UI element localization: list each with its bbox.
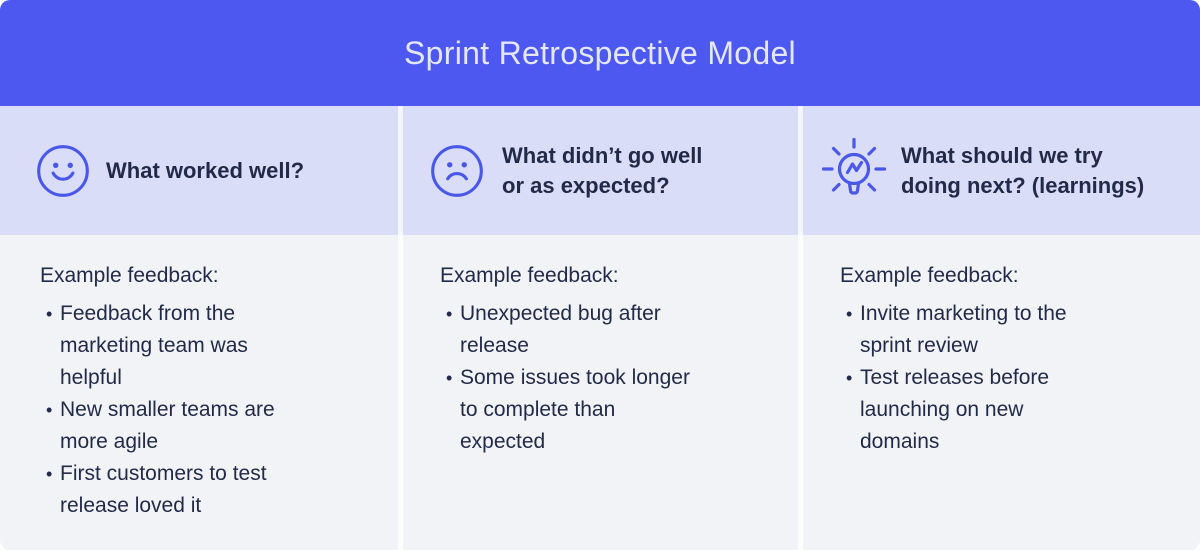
bullet-text: Test releases before launching on new do…	[860, 366, 1050, 453]
bullet-marker: •	[46, 304, 53, 324]
feedback-list: • Invite marketing to the sprint review …	[840, 298, 1166, 458]
column-worked-well: What worked well? Example feedback: • Fe…	[0, 106, 400, 550]
column-didnt-go-well: What didn’t go well or as expected? Exam…	[400, 106, 800, 550]
column-divider	[798, 106, 803, 550]
bullet-marker: •	[846, 304, 853, 324]
sad-face-icon	[428, 144, 486, 198]
column-try-next: What should we try doing next? (learning…	[800, 106, 1200, 550]
list-item: • Test releases before launching on new …	[840, 362, 1166, 458]
list-item: • Unexpected bug after release	[440, 298, 766, 362]
bullet-text: First customers to test release loved it	[60, 462, 267, 517]
question-try-next: What should we try doing next? (learning…	[901, 142, 1145, 198]
feedback-label: Example feedback:	[40, 264, 219, 287]
list-item: • First customers to test release loved …	[40, 458, 366, 522]
column-divider	[398, 106, 403, 550]
feedback-list: • Unexpected bug after release • Some is…	[440, 298, 766, 458]
bullet-marker: •	[846, 368, 853, 388]
bullet-text: Unexpected bug after release	[460, 302, 661, 357]
smiley-face-icon	[36, 144, 90, 198]
feedback-label: Example feedback:	[840, 264, 1019, 287]
feedback-list: • Feedback from the marketing team was h…	[40, 298, 366, 522]
bullet-marker: •	[46, 400, 53, 420]
bullet-text: Some issues took longer to complete than…	[460, 366, 690, 453]
feedback-label: Example feedback:	[440, 264, 619, 287]
column-didnt-go-well-body: Example feedback: • Unexpected bug after…	[400, 235, 800, 550]
list-item: • Invite marketing to the sprint review	[840, 298, 1166, 362]
question-didnt-go-well: What didn’t go well or as expected?	[502, 142, 703, 198]
column-didnt-go-well-header: What didn’t go well or as expected?	[400, 106, 800, 235]
bullet-marker: •	[446, 304, 453, 324]
column-worked-well-body: Example feedback: • Feedback from the ma…	[0, 235, 400, 550]
question-worked-well: What worked well?	[106, 157, 305, 183]
bullet-text: Feedback from the marketing team was hel…	[60, 302, 248, 389]
column-try-next-header: What should we try doing next? (learning…	[800, 106, 1200, 235]
title-banner: Sprint Retrospective Model	[0, 0, 1200, 106]
list-item: • Feedback from the marketing team was h…	[40, 298, 366, 394]
columns-row: What worked well? Example feedback: • Fe…	[0, 106, 1200, 550]
column-try-next-body: Example feedback: • Invite marketing to …	[800, 235, 1200, 550]
lightbulb-icon	[816, 135, 892, 207]
page-title: Sprint Retrospective Model	[404, 34, 796, 71]
column-worked-well-header: What worked well?	[0, 106, 400, 235]
list-item: • Some issues took longer to complete th…	[440, 362, 766, 458]
list-item: • New smaller teams are more agile	[40, 394, 366, 458]
bullet-text: Invite marketing to the sprint review	[860, 302, 1067, 357]
bullet-marker: •	[446, 368, 453, 388]
bullet-marker: •	[46, 464, 53, 484]
bullet-text: New smaller teams are more agile	[60, 398, 275, 453]
